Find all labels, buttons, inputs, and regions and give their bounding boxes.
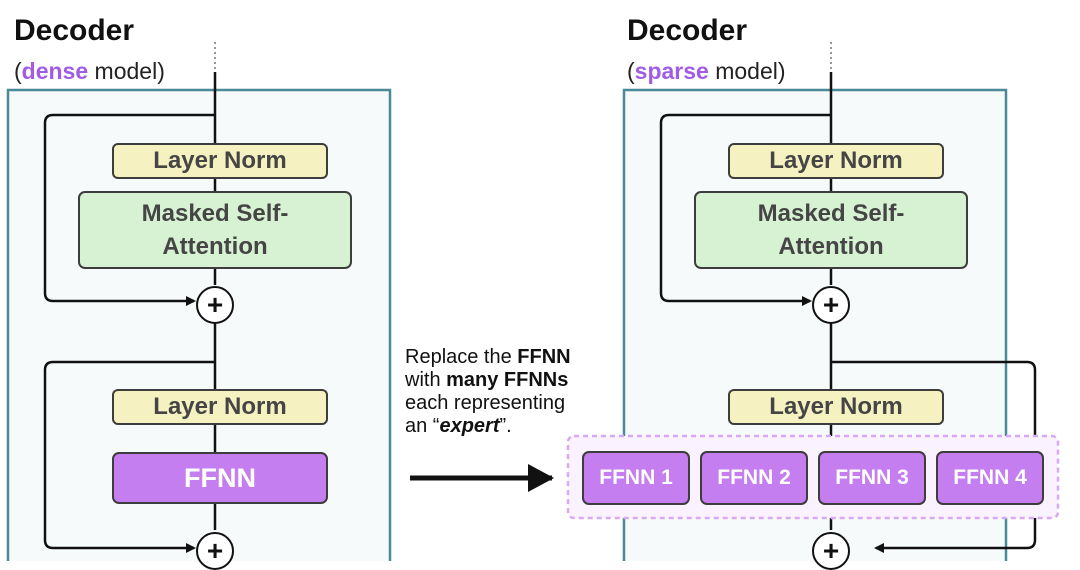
- sparse-layer-norm-1: Layer Norm: [728, 143, 944, 179]
- expert-ffnn-1: FFNN 1: [582, 451, 690, 505]
- sparse-keyword: sparse: [634, 58, 709, 84]
- sparse-add-icon-2: +: [812, 532, 850, 570]
- sparse-decoder-subtitle: (sparse model): [627, 58, 786, 84]
- sparse-decoder-title: Decoder: [627, 14, 748, 47]
- sparse-layer-norm-2: Layer Norm: [728, 389, 944, 425]
- dense-masked-self-attention: Masked Self-Attention: [78, 191, 352, 269]
- replace-caption: Replace the FFNN with many FFNNs each re…: [405, 346, 571, 437]
- dense-add-icon-1: +: [196, 286, 234, 324]
- expert-group-frame: [566, 434, 1060, 520]
- dense-ffnn: FFNN: [112, 452, 328, 504]
- dense-layer-norm-1: Layer Norm: [112, 143, 328, 179]
- dense-keyword: dense: [21, 58, 89, 84]
- dense-decoder-title: Decoder: [14, 14, 135, 47]
- dense-decoder-subtitle: (dense model): [14, 58, 165, 84]
- dense-add-icon-2: +: [196, 532, 234, 570]
- expert-ffnn-3: FFNN 3: [818, 451, 926, 505]
- sparse-add-icon-1: +: [812, 286, 850, 324]
- sparse-masked-self-attention: Masked Self-Attention: [694, 191, 968, 269]
- dense-layer-norm-2: Layer Norm: [112, 389, 328, 425]
- expert-ffnn-2: FFNN 2: [700, 451, 808, 505]
- expert-ffnn-4: FFNN 4: [936, 451, 1044, 505]
